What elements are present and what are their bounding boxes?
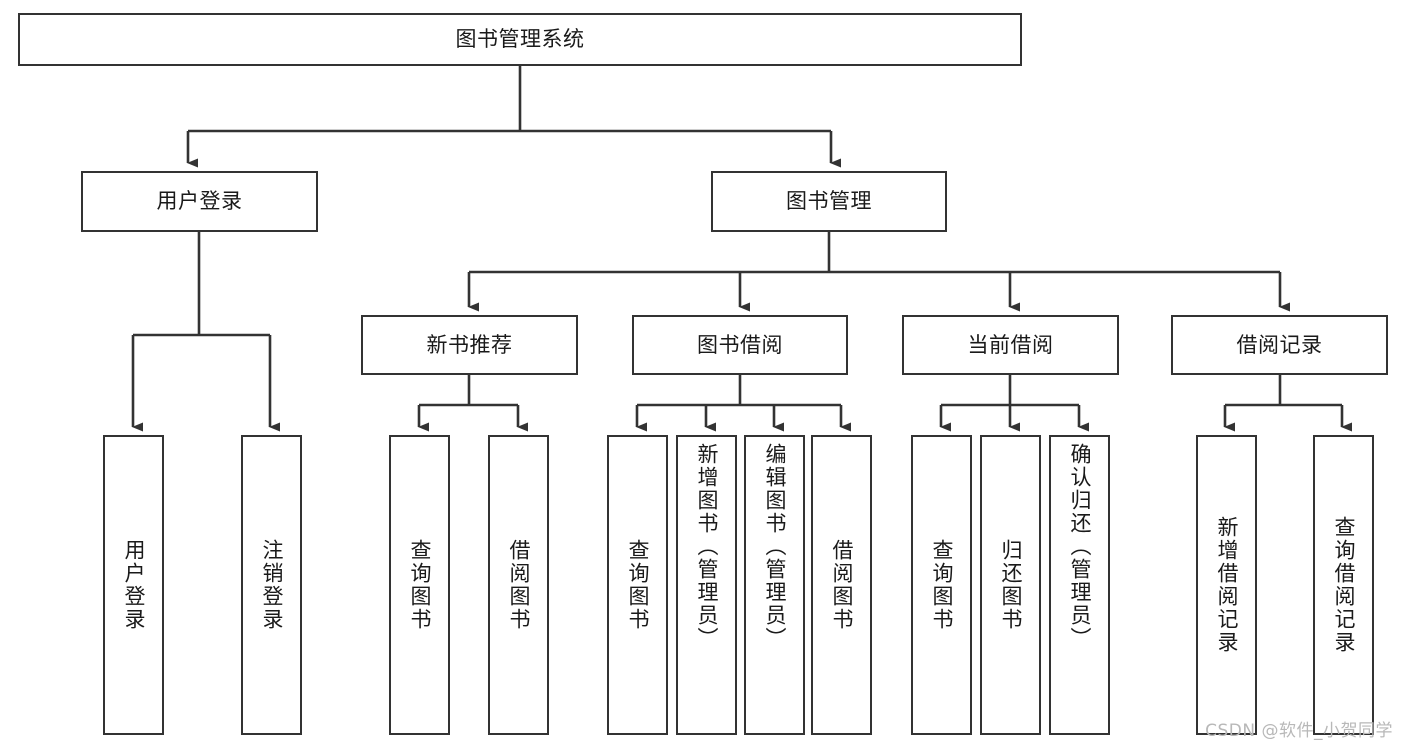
node-label: 图书管理系统 bbox=[455, 27, 585, 52]
leaf-user-login-signout[interactable]: 注销登录 bbox=[241, 435, 302, 735]
leaf-book-borrow-edit-book-admin[interactable]: 编辑图书（管理员） bbox=[744, 435, 805, 735]
leaf-new-book-query-books[interactable]: 查询图书 bbox=[389, 435, 450, 735]
leaf-book-borrow-add-book-admin[interactable]: 新增图书（管理员） bbox=[676, 435, 737, 735]
leaf-book-borrow-query-books[interactable]: 查询图书 bbox=[607, 435, 668, 735]
node-current-borrowing[interactable]: 当前借阅 bbox=[902, 315, 1119, 375]
node-borrowing-record[interactable]: 借阅记录 bbox=[1171, 315, 1388, 375]
node-label: 查询图书 bbox=[626, 539, 650, 631]
leaf-new-book-borrow-books[interactable]: 借阅图书 bbox=[488, 435, 549, 735]
node-label: 图书管理 bbox=[786, 189, 872, 214]
node-label: 借阅图书 bbox=[507, 539, 531, 631]
node-user-login[interactable]: 用户登录 bbox=[81, 171, 318, 232]
node-book-borrowing[interactable]: 图书借阅 bbox=[632, 315, 848, 375]
node-root-book-management-system[interactable]: 图书管理系统 bbox=[18, 13, 1022, 66]
node-label: 借阅图书 bbox=[830, 539, 854, 631]
node-label: 查询借阅记录 bbox=[1332, 516, 1356, 654]
leaf-book-borrow-borrow-books[interactable]: 借阅图书 bbox=[811, 435, 872, 735]
node-label: 编辑图书（管理员） bbox=[763, 443, 787, 650]
watermark-text: CSDN @软件_小贺同学 bbox=[1205, 721, 1393, 741]
node-label: 新增图书（管理员） bbox=[695, 443, 719, 650]
node-new-book-recommendation[interactable]: 新书推荐 bbox=[361, 315, 578, 375]
leaf-borrow-record-query-record[interactable]: 查询借阅记录 bbox=[1313, 435, 1374, 735]
leaf-current-borrow-confirm-return-admin[interactable]: 确认归还（管理员） bbox=[1049, 435, 1110, 735]
leaf-borrow-record-add-record[interactable]: 新增借阅记录 bbox=[1196, 435, 1257, 735]
node-label: 查询图书 bbox=[930, 539, 954, 631]
node-label: 确认归还（管理员） bbox=[1068, 443, 1092, 650]
node-label: 用户登录 bbox=[156, 189, 243, 214]
leaf-user-login-signin[interactable]: 用户登录 bbox=[103, 435, 164, 735]
node-label: 新书推荐 bbox=[426, 332, 513, 357]
node-label: 新增借阅记录 bbox=[1215, 516, 1239, 654]
node-label: 当前借阅 bbox=[967, 332, 1054, 357]
node-label: 图书借阅 bbox=[697, 332, 783, 357]
node-book-management[interactable]: 图书管理 bbox=[711, 171, 947, 232]
leaf-current-borrow-return-books[interactable]: 归还图书 bbox=[980, 435, 1041, 735]
node-label: 查询图书 bbox=[408, 539, 432, 631]
leaf-current-borrow-query-books[interactable]: 查询图书 bbox=[911, 435, 972, 735]
node-label: 借阅记录 bbox=[1236, 332, 1323, 357]
node-label: 归还图书 bbox=[999, 539, 1023, 631]
node-label: 用户登录 bbox=[122, 539, 146, 631]
node-label: 注销登录 bbox=[260, 539, 284, 631]
